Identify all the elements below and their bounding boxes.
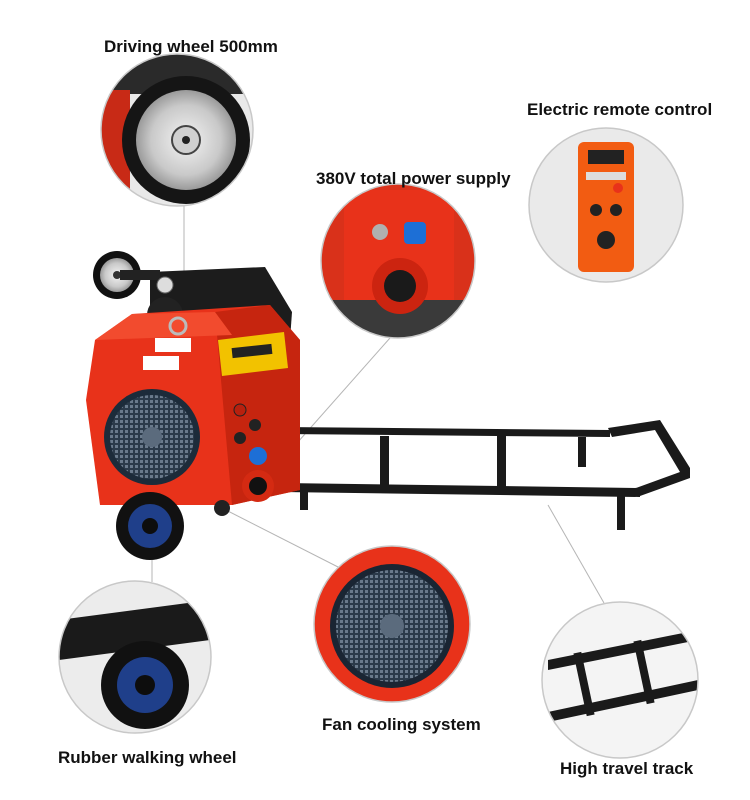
cooling-fan [104,389,200,485]
red-housing [86,305,300,505]
label-travel-track: High travel track [560,759,694,778]
label-rubber-wheel: Rubber walking wheel [58,748,237,767]
label-remote-control: Electric remote control [527,100,713,119]
travel-track [280,420,690,530]
callout-fan-cooling [313,545,471,703]
cutting-machine [86,251,690,560]
callout-power-supply [320,183,476,339]
rubber-wheel [116,492,230,560]
label-driving-wheel: Driving wheel 500mm [104,37,278,56]
callout-rubber-wheel [58,580,212,734]
label-power-supply: 380V total power supply [316,169,511,188]
label-fan-cooling: Fan cooling system [322,715,481,734]
callout-driving-wheel [100,53,254,207]
callout-remote-control [528,127,684,283]
callout-travel-track [541,601,699,759]
